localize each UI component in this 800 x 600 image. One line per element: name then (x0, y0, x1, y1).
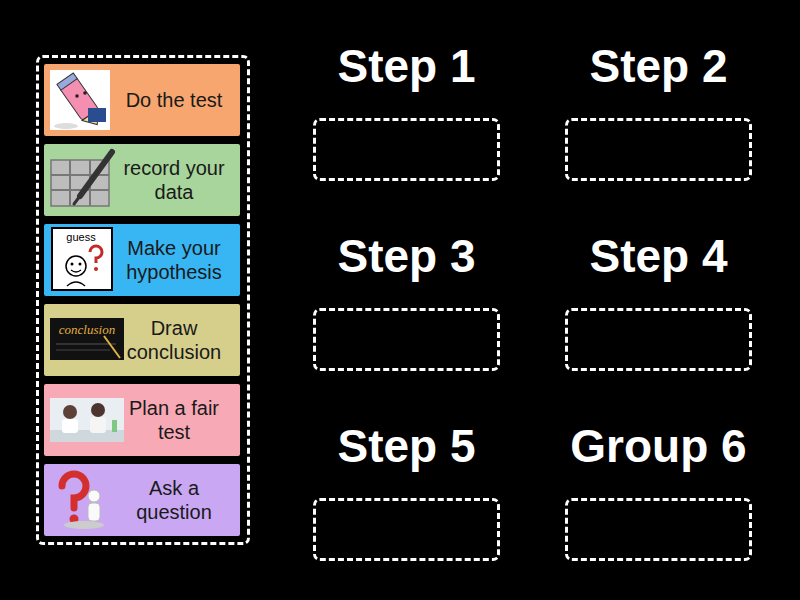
drop-slot: Step 1 (313, 118, 500, 181)
drop-slot: Step 4 (565, 308, 752, 371)
drop-slot: Step 2 (565, 118, 752, 181)
icon-caption: guess (56, 231, 106, 243)
card-label: Plan a fair test (112, 384, 236, 456)
step-heading: Step 5 (266, 419, 547, 473)
drop-slot: Step 5 (313, 498, 500, 561)
step-card: Do the test (44, 64, 240, 136)
card-label: record your data (112, 144, 236, 216)
card-label: Do the test (112, 64, 236, 136)
step-heading: Group 6 (518, 419, 799, 473)
icon-caption: conclusion (50, 322, 124, 338)
step-heading: Step 3 (266, 229, 547, 283)
drop-slot: Group 6 (565, 498, 752, 561)
step-card: Draw conclusion (44, 304, 240, 376)
step-card: Plan a fair test (44, 384, 240, 456)
step-card: record your data (44, 144, 240, 216)
card-bank: Do the test record your dataMake your hyp… (36, 55, 250, 545)
drop-slot: Step 3 (313, 308, 500, 371)
step-heading: Step 4 (518, 229, 799, 283)
card-label: Ask a question (112, 464, 236, 536)
card-label: Make your hypothesis (112, 224, 236, 296)
step-card: Ask a question (44, 464, 240, 536)
step-heading: Step 1 (266, 39, 547, 93)
step-heading: Step 2 (518, 39, 799, 93)
card-label: Draw conclusion (112, 304, 236, 376)
